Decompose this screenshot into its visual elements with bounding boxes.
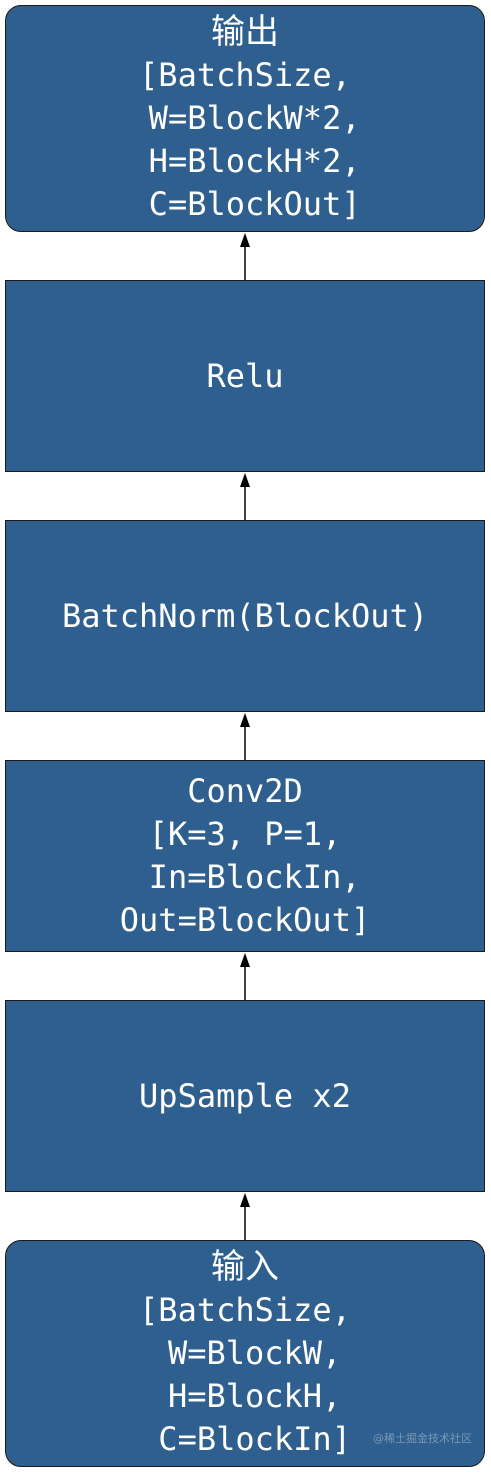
arrow-relu-to-batchnorm xyxy=(240,473,250,520)
input-line-4: C=BlockIn] xyxy=(139,1420,351,1458)
input-line-3: H=BlockH, xyxy=(148,1377,342,1415)
conv2d-title: Conv2D xyxy=(187,772,303,810)
relu-node: Relu xyxy=(5,280,485,472)
conv2d-line-2: In=BlockIn, xyxy=(129,858,361,896)
conv2d-line-3: Out=BlockOut] xyxy=(119,901,371,939)
arrow-output-to-relu xyxy=(240,233,250,280)
conv2d-line-1: [K=3, P=1, xyxy=(148,815,342,853)
arrow-upsample-to-input xyxy=(240,1193,250,1240)
relu-label: Relu xyxy=(206,356,284,395)
upsample-label: UpSample x2 xyxy=(139,1076,351,1115)
upsample-node: UpSample x2 xyxy=(5,1000,485,1192)
output-line-2: W=BlockW*2, xyxy=(129,99,361,137)
output-title: 输出 xyxy=(211,12,279,52)
output-line-1: [BatchSize, xyxy=(139,56,351,94)
arrow-batchnorm-to-conv2d xyxy=(240,713,250,760)
conv2d-node: Conv2D [K=3, P=1, In=BlockIn, Out=BlockO… xyxy=(5,760,485,952)
batchnorm-node: BatchNorm(BlockOut) xyxy=(5,520,485,712)
input-line-1: [BatchSize, xyxy=(139,1291,351,1329)
input-line-2: W=BlockW, xyxy=(148,1334,342,1372)
output-node: 输出 [BatchSize, W=BlockW*2, H=BlockH*2, C… xyxy=(5,5,485,232)
input-node: 输入 [BatchSize, W=BlockW, H=BlockH, C=Blo… xyxy=(5,1240,485,1467)
arrow-conv2d-to-upsample xyxy=(240,953,250,1000)
output-line-3: H=BlockH*2, xyxy=(129,142,361,180)
input-title: 输入 xyxy=(211,1247,279,1287)
watermark: @稀土掘金技术社区 xyxy=(373,1432,472,1445)
batchnorm-label: BatchNorm(BlockOut) xyxy=(61,596,429,635)
output-line-4: C=BlockOut] xyxy=(129,185,361,223)
